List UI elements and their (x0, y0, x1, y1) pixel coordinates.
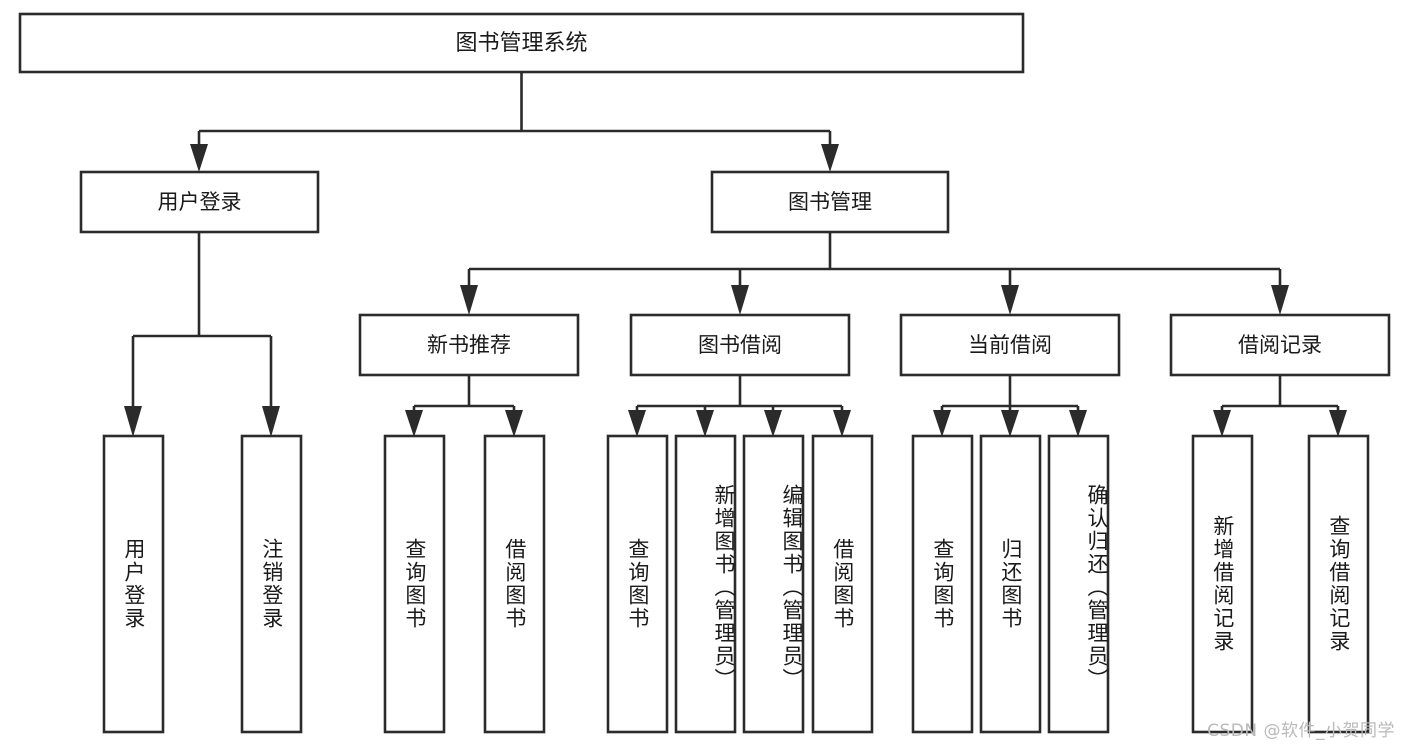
node-leaf-query-book-3[interactable] (911, 434, 974, 734)
node-user-login[interactable] (79, 170, 320, 234)
node-current-borrow-label: 当前借阅 (968, 333, 1052, 357)
node-leaf-borrow-book-2[interactable] (811, 434, 874, 734)
arrowhead-leaf-add-book (696, 410, 714, 437)
node-new-book-recommend[interactable] (358, 313, 580, 377)
arrowhead-leaf-edit-book (764, 410, 782, 437)
node-leaf-borrow-book-1[interactable] (483, 434, 546, 734)
node-current-borrow[interactable] (899, 313, 1121, 377)
arrowhead-borrow-record (1271, 285, 1289, 315)
arrowhead-leaf-return-book (1001, 410, 1019, 437)
arrowhead-leaf-query-book-3 (933, 410, 951, 437)
arrowhead-current-borrow (1001, 285, 1019, 315)
node-book-borrow[interactable] (629, 313, 851, 377)
arrowhead-leaf-add-record (1213, 410, 1231, 437)
node-book-manage[interactable] (710, 170, 950, 234)
node-leaf-query-book-2[interactable] (606, 434, 669, 734)
node-user-login-label: 用户登录 (158, 190, 242, 214)
node-new-book-recommend-label: 新书推荐 (427, 333, 511, 357)
arrowhead-new-book-recommend (460, 285, 478, 315)
node-layer: 图书管理系统 用户登录 图书管理 新书推荐 图书借阅 当前借阅 借阅记录 (18, 12, 1391, 734)
node-leaf-user-login[interactable] (102, 434, 165, 734)
arrowhead-leaf-query-record (1329, 410, 1347, 437)
node-leaf-return-book[interactable] (979, 434, 1042, 734)
node-leaf-query-book-1[interactable] (383, 434, 446, 734)
arrowhead-leaf-query-book-1 (405, 410, 423, 437)
node-book-manage-label: 图书管理 (788, 190, 872, 214)
node-borrow-record[interactable] (1169, 313, 1391, 377)
node-leaf-edit-book[interactable] (742, 434, 805, 734)
arrowhead-book-borrow (731, 285, 749, 315)
arrowhead-leaf-logout (262, 406, 280, 437)
connector-layer (124, 72, 1347, 437)
node-leaf-logout[interactable] (240, 434, 303, 734)
csdn-watermark: CSDN @软件_小贺同学 (1207, 721, 1395, 741)
node-leaf-add-record[interactable] (1191, 434, 1254, 734)
arrowhead-leaf-borrow-book-1 (505, 410, 523, 437)
arrowhead-leaf-confirm-return (1069, 410, 1087, 437)
arrowhead-leaf-borrow-book-2 (833, 410, 851, 437)
node-leaf-confirm-return[interactable] (1047, 434, 1110, 734)
node-root[interactable] (18, 12, 1025, 74)
node-root-label: 图书管理系统 (455, 31, 587, 56)
node-leaf-add-book[interactable] (674, 434, 737, 734)
node-leaf-query-record[interactable] (1307, 434, 1370, 734)
arrowhead-leaf-query-book-2 (628, 410, 646, 437)
arrowhead-leaf-user-login (124, 406, 142, 437)
node-borrow-record-label: 借阅记录 (1238, 333, 1322, 357)
arrowhead-book-manage (821, 144, 839, 172)
node-book-borrow-label: 图书借阅 (698, 333, 782, 357)
arrowhead-user-login (190, 144, 208, 172)
